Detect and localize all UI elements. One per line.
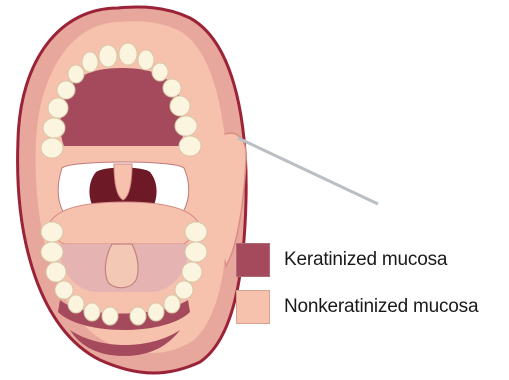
keratinized-swatch <box>236 243 270 277</box>
nonkeratinized-swatch <box>236 290 270 324</box>
legend-item-nonkeratinized: Nonkeratinized mucosa <box>236 290 478 324</box>
pointer-line <box>238 138 378 204</box>
lingual-frenum <box>105 244 138 288</box>
tongue <box>50 202 198 244</box>
keratinized-label: Keratinized mucosa <box>284 249 447 271</box>
nonkeratinized-label: Nonkeratinized mucosa <box>284 296 478 318</box>
legend-item-keratinized: Keratinized mucosa <box>236 243 447 277</box>
